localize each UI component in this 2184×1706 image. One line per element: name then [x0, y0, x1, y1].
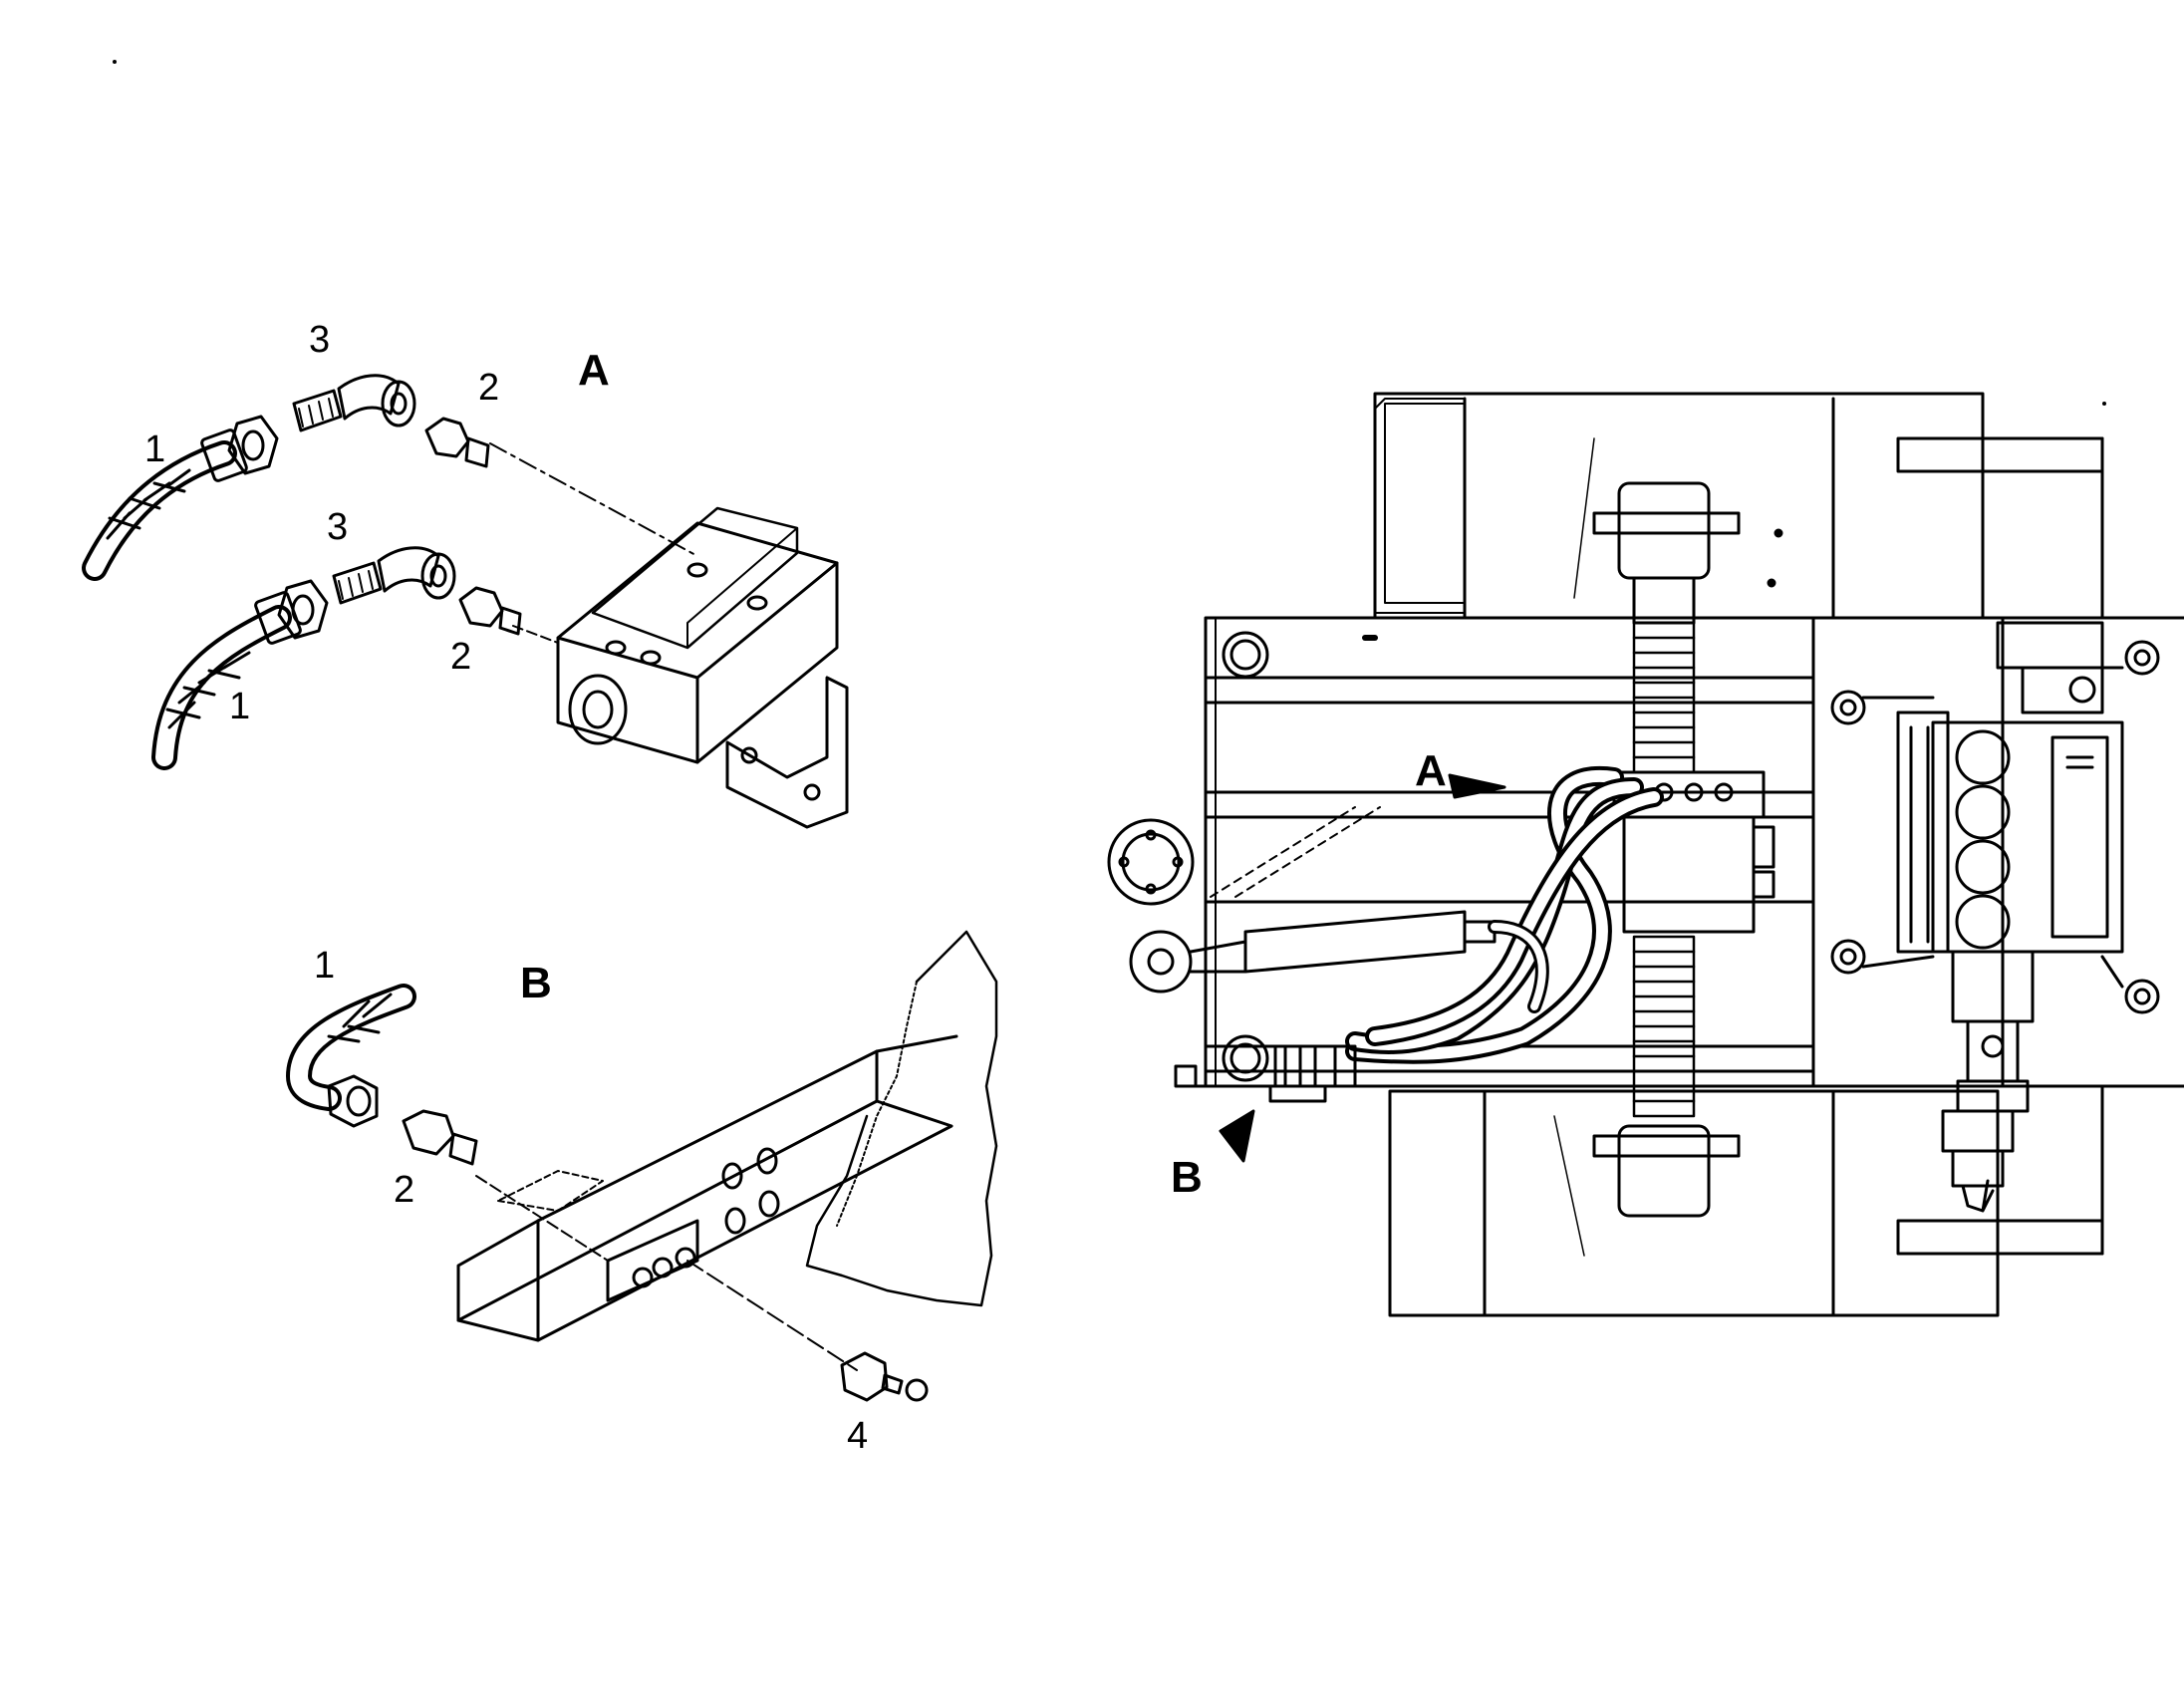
view-label-b: B	[520, 959, 552, 1007]
marker-a-arrow	[1448, 773, 1506, 799]
callout-a-lower-hose: 1	[229, 686, 251, 727]
callout-a-lower-elbow: 3	[327, 506, 349, 548]
overview-marker-b: B	[1171, 1153, 1203, 1202]
callout-a-lower-adapter: 2	[450, 636, 472, 678]
detail-a-upper-hose-assembly	[82, 374, 490, 581]
marker-b-arrow	[1219, 1109, 1255, 1163]
callout-a-upper-hose: 1	[144, 428, 166, 470]
grease-fitting-4	[840, 1351, 929, 1402]
callout-a-upper-adapter: 2	[478, 367, 500, 409]
callout-b-grease-fitting: 4	[847, 1415, 869, 1457]
detail-b-frame-rail	[456, 930, 998, 1342]
view-label-a: A	[578, 346, 610, 395]
machine-overview	[1107, 392, 2184, 1317]
overview-marker-a: A	[1415, 746, 1447, 795]
callout-b-adapter: 2	[394, 1169, 415, 1211]
callout-a-upper-elbow: 3	[309, 319, 331, 361]
detail-a-lower-hose-assembly	[151, 546, 522, 770]
callout-b-hose: 1	[314, 945, 336, 987]
detail-b-hose-assembly	[286, 984, 478, 1166]
detail-a-manifold-block	[556, 506, 849, 829]
